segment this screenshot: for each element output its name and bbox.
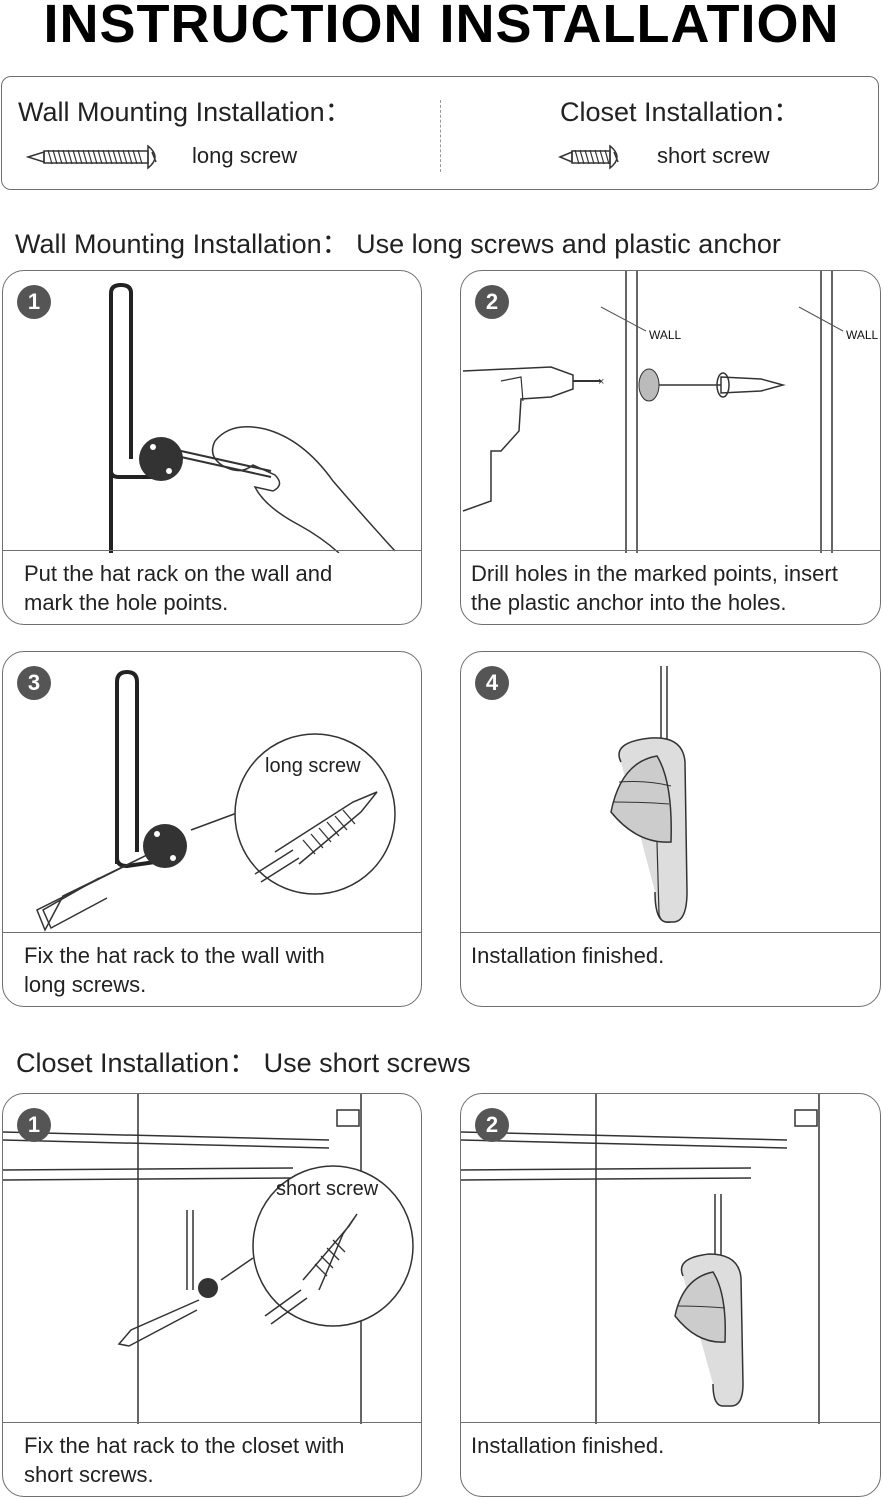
wall-step-3-panel: long screw 3 Fix the hat rack to the wal… <box>2 651 422 1007</box>
page-title: INSTRUCTION INSTALLATION <box>43 0 840 54</box>
hat-hung-illustration <box>610 666 688 923</box>
legend-divider <box>440 100 441 172</box>
screw-legend <box>1 76 879 190</box>
caption-line: short screws. <box>24 1462 154 1487</box>
wall-step-2-panel: × WALL WALL 2 Drill holes in the marked … <box>460 270 881 625</box>
wall-step-1-caption: Put the hat rack on the wall and mark th… <box>3 550 421 624</box>
screw-in-illustration <box>36 669 396 932</box>
caption-line: Fix the hat rack to the wall with <box>24 943 325 968</box>
closet-hat-illustration <box>461 1094 820 1424</box>
wall-section-heading: Wall Mounting Installation： Use long scr… <box>15 229 781 259</box>
legend-short-screw-label: short screw <box>657 143 770 168</box>
legend-long-screw-label: long screw <box>192 143 298 168</box>
caption-line: mark the hole points. <box>24 590 229 615</box>
wall-step-2-caption: Drill holes in the marked points, insert… <box>461 550 880 624</box>
wall-label: WALL <box>649 328 682 342</box>
closet-screw-illustration <box>3 1094 414 1424</box>
step-number-badge: 1 <box>17 285 51 319</box>
step-number-badge: 3 <box>17 666 51 700</box>
mark-holes-illustration <box>109 282 396 553</box>
closet-step-2-panel: 2 Installation finished. <box>460 1093 881 1497</box>
caption-line: Drill holes in the marked points, insert <box>471 561 838 586</box>
step-number-badge: 2 <box>475 285 509 319</box>
caption-line: Installation finished. <box>471 1433 665 1458</box>
legend-wall-heading: Wall Mounting Installation： <box>18 97 352 127</box>
wall-label: WALL <box>846 328 879 342</box>
wall-step-4-panel: 4 Installation finished. <box>460 651 881 1007</box>
closet-step-1-panel: short screw 1 Fix the hat rack to the cl… <box>2 1093 422 1497</box>
callout-label: short screw <box>276 1178 379 1200</box>
caption-line: Put the hat rack on the wall and <box>24 561 333 586</box>
wall-step-3-caption: Fix the hat rack to the wall with long s… <box>3 932 421 1006</box>
legend-closet-heading: Closet Installation： <box>560 97 801 127</box>
short-screw-icon <box>558 144 619 170</box>
callout-label: long screw <box>265 755 361 777</box>
closet-step-2-caption: Installation finished. <box>461 1422 880 1496</box>
closet-section-heading: Closet Installation： Use short screws <box>16 1048 471 1078</box>
step-number-badge: 2 <box>475 1108 509 1142</box>
step-number-badge: 1 <box>17 1108 51 1142</box>
drill-illustration: × <box>462 271 844 553</box>
wall-step-4-caption: Installation finished. <box>461 932 880 1006</box>
caption-line: Installation finished. <box>471 943 665 968</box>
closet-step-1-caption: Fix the hat rack to the closet with shor… <box>3 1422 421 1496</box>
wall-step-1-panel: 1 Put the hat rack on the wall and mark … <box>2 270 422 625</box>
caption-line: the plastic anchor into the holes. <box>471 590 787 615</box>
caption-line: long screws. <box>24 972 147 997</box>
step-number-badge: 4 <box>475 666 509 700</box>
long-screw-icon <box>26 144 157 170</box>
caption-line: Fix the hat rack to the closet with <box>24 1433 345 1458</box>
drill-mark: × <box>598 376 604 388</box>
